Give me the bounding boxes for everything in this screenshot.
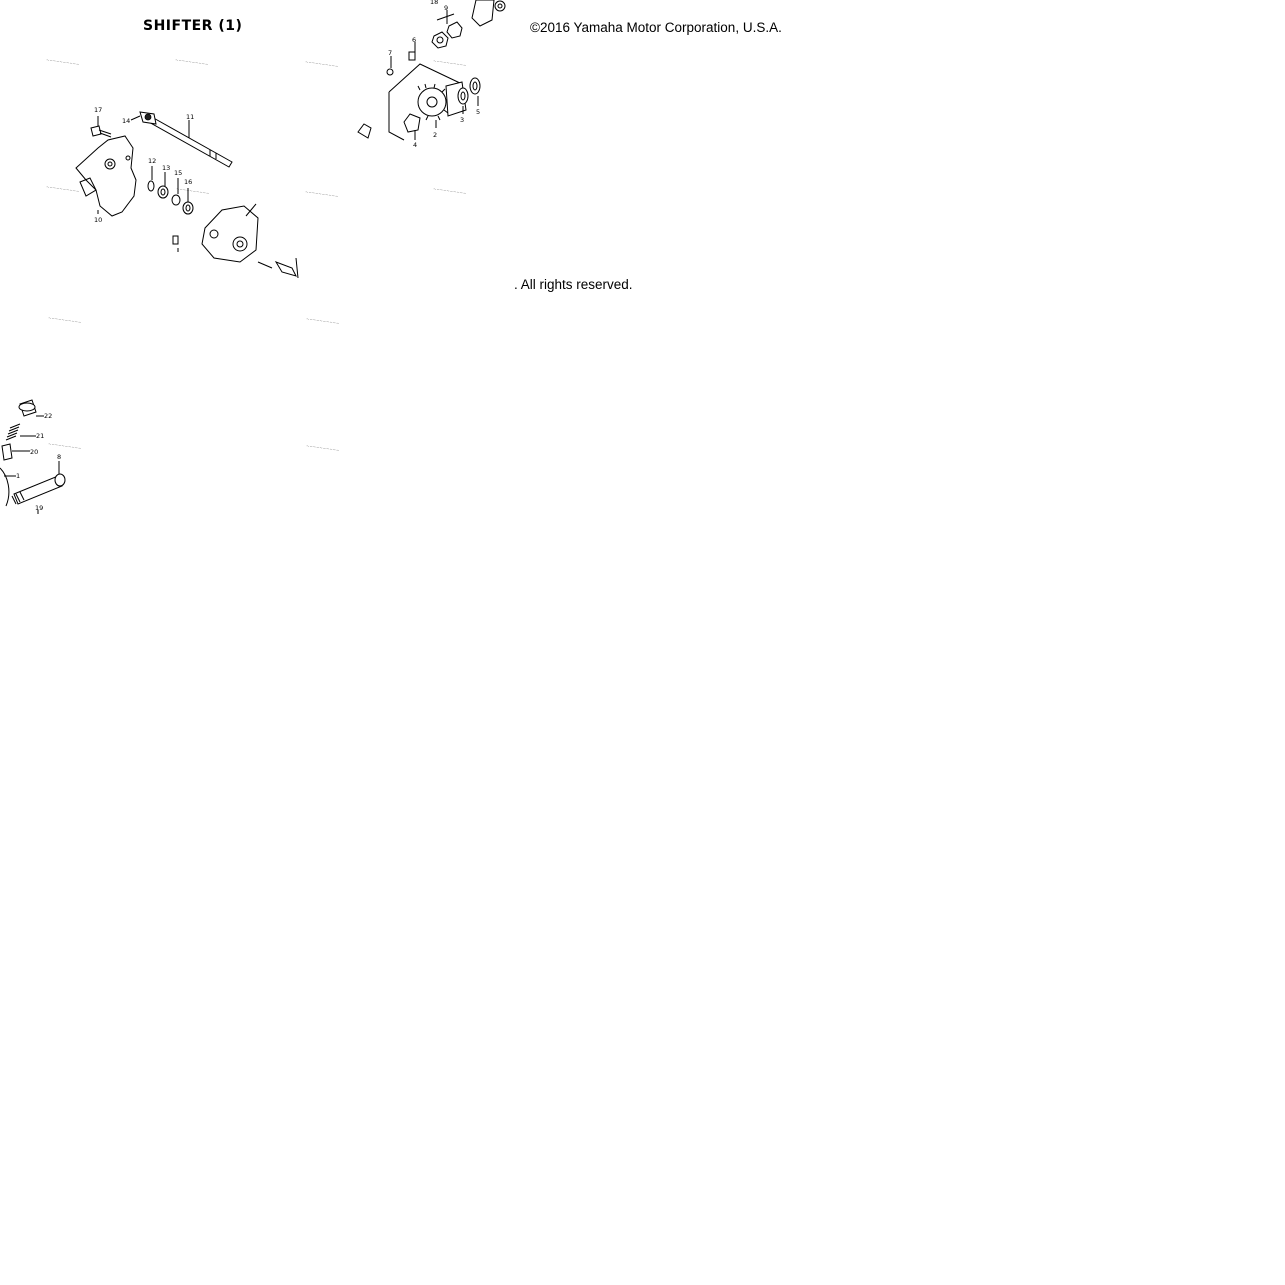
callout-3: 3 — [460, 116, 464, 124]
watermark-group: ~~~~~~~~~~ ~~~~~~~~~~ ~~~~~~~~~~ ~~~~~~~… — [46, 57, 467, 453]
callout-17: 17 — [94, 106, 102, 114]
svg-text:~~~~~~~~~~: ~~~~~~~~~~ — [305, 59, 339, 69]
callout-21: 21 — [36, 432, 44, 440]
svg-text:~~~~~~~~~~: ~~~~~~~~~~ — [175, 57, 209, 67]
callout-11: 11 — [186, 113, 194, 121]
callout-1: 1 — [16, 472, 20, 480]
page-title: SHIFTER (1) — [143, 18, 243, 34]
svg-text:~~~~~~~~~~: ~~~~~~~~~~ — [46, 57, 80, 67]
svg-text:~~~~~~~~~~: ~~~~~~~~~~ — [48, 315, 82, 325]
callout-18: 18 — [430, 0, 438, 6]
callout-10: 10 — [94, 216, 102, 224]
svg-text:~~~~~~~~~~: ~~~~~~~~~~ — [306, 316, 340, 326]
callout-16: 16 — [184, 178, 192, 186]
svg-text:~~~~~~~~~~: ~~~~~~~~~~ — [305, 189, 339, 199]
callout-2: 2 — [433, 131, 437, 139]
shift-shaft-assembly — [75, 111, 299, 279]
svg-text:~~~~~~~~~~: ~~~~~~~~~~ — [176, 186, 210, 196]
callout-6: 6 — [412, 36, 416, 44]
callout-22: 22 — [44, 412, 52, 420]
callout-14: 14 — [122, 117, 130, 125]
callout-7: 7 — [388, 49, 392, 57]
callout-9: 9 — [444, 4, 448, 12]
callout-15: 15 — [174, 169, 182, 177]
callout-labels: 1 2 3 4 5 6 7 8 9 10 11 12 13 14 15 16 1… — [16, 0, 480, 512]
svg-text:~~~~~~~~~~: ~~~~~~~~~~ — [46, 184, 80, 194]
callout-8: 8 — [57, 453, 61, 461]
svg-text:~~~~~~~~~~: ~~~~~~~~~~ — [306, 443, 340, 453]
callout-13: 13 — [162, 164, 170, 172]
callout-5: 5 — [476, 108, 480, 116]
copyright-notice: ©2016 Yamaha Motor Corporation, U.S.A. — [530, 20, 782, 35]
callout-20: 20 — [30, 448, 38, 456]
rights-notice: . All rights reserved. — [514, 277, 633, 292]
svg-text:~~~~~~~~~~: ~~~~~~~~~~ — [48, 441, 82, 451]
callout-4: 4 — [413, 141, 417, 149]
svg-text:~~~~~~~~~~: ~~~~~~~~~~ — [433, 58, 467, 68]
svg-text:~~~~~~~~~~: ~~~~~~~~~~ — [433, 186, 467, 196]
callout-19: 19 — [35, 504, 43, 512]
detent-assembly — [0, 399, 66, 514]
callout-12: 12 — [148, 157, 156, 165]
shift-lever-assembly — [357, 0, 506, 141]
